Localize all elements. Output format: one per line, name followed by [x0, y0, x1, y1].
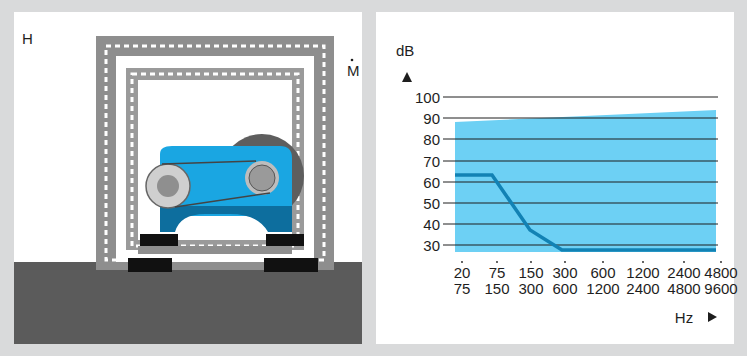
gridlines: [443, 97, 718, 245]
axis-arrow: [708, 312, 717, 322]
inner-lining: [132, 74, 298, 246]
housing-label: H: [22, 31, 33, 46]
x-tick-label: 150: [518, 265, 543, 280]
outer-housing: [106, 46, 324, 260]
marker-dot: [351, 59, 354, 62]
x-tick-label: 4800: [704, 265, 737, 280]
x-tick-label: 75: [454, 281, 471, 296]
belt: [175, 193, 270, 207]
x-tick-label: 300: [518, 281, 543, 296]
y-tick-label: 70: [423, 154, 440, 169]
housing-mount: [264, 258, 318, 272]
y-tick-label: 50: [423, 196, 440, 211]
x-tick-label: 150: [484, 281, 509, 296]
y-tick-label: 60: [423, 175, 440, 190]
x-tick-label: 2400: [667, 265, 700, 280]
floor: [14, 262, 362, 344]
x-tick-label: 20: [454, 265, 471, 280]
inner-housing: [132, 74, 298, 246]
y-tick-label: 100: [415, 90, 440, 105]
attenuated-curve: [455, 175, 716, 250]
machine-arch: [178, 218, 264, 232]
tick-dots: [461, 261, 722, 263]
y-tick-label: 30: [423, 238, 440, 253]
x-tick-label: 1200: [626, 265, 659, 280]
right-panel: [376, 12, 734, 344]
x-tick-label: 300: [552, 265, 577, 280]
pulley: [245, 161, 279, 195]
motor-pulley: [146, 164, 190, 208]
x-tick-label: 2400: [626, 281, 659, 296]
axis-arrow: [402, 72, 412, 82]
y-tick-label: 40: [423, 217, 440, 232]
base-plate: [138, 246, 292, 254]
belt: [162, 161, 256, 164]
machine-label: M: [347, 63, 360, 78]
x-tick-label: 9600: [704, 281, 737, 296]
machine-base: [160, 206, 292, 232]
x-tick-label: 600: [590, 265, 615, 280]
noise-area: [455, 110, 716, 252]
axis-title: dB: [396, 43, 414, 58]
x-tick-label: 1200: [586, 281, 619, 296]
axis-title: Hz: [675, 310, 693, 325]
left-panel: [14, 12, 362, 344]
y-tick-label: 80: [423, 132, 440, 147]
pulley-hub: [249, 165, 275, 191]
machine-mount: [266, 234, 304, 246]
y-tick-label: 90: [423, 111, 440, 126]
motor-pulley-hub: [157, 175, 179, 197]
x-tick-label: 4800: [667, 281, 700, 296]
housing-mount: [128, 258, 172, 272]
x-tick-label: 75: [489, 265, 506, 280]
housing-lining: [106, 46, 324, 260]
machine-mount: [140, 234, 178, 246]
x-tick-label: 600: [552, 281, 577, 296]
